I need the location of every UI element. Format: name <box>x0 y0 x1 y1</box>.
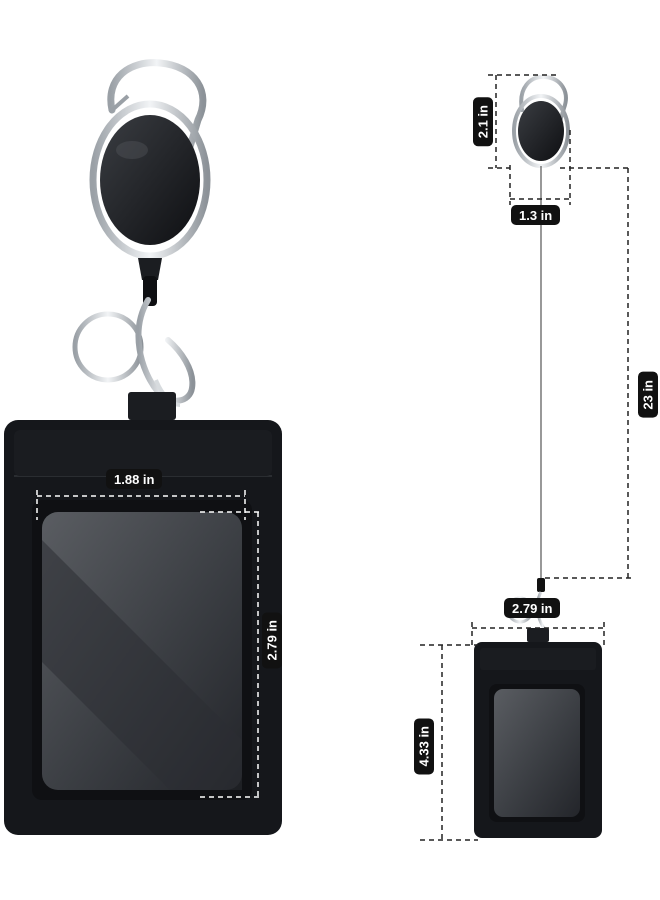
left-product <box>4 59 282 835</box>
reel-body <box>100 115 200 245</box>
strap-clip <box>135 297 196 404</box>
split-ring <box>72 311 144 383</box>
small-id-window <box>494 689 580 817</box>
holder-strap <box>128 392 176 420</box>
cord-length-label: 23 in <box>638 372 658 418</box>
carabiner-clip <box>107 59 207 164</box>
reel-height-label: 2.1 in <box>473 97 493 147</box>
right-product <box>420 74 632 841</box>
small-reel-body <box>518 101 564 161</box>
reel-tab <box>138 258 162 280</box>
left-height-label: 2.79 in <box>262 612 282 669</box>
reel-width-label: 1.3 in <box>511 205 561 225</box>
reel-frame <box>89 100 211 260</box>
left-width-label: 1.88 in <box>106 469 163 489</box>
right-dimension-guides <box>420 74 632 841</box>
left-dimension-guides <box>36 490 262 798</box>
holder-width-label: 2.79 in <box>504 598 561 618</box>
holder-height-label: 4.33 in <box>414 718 434 775</box>
